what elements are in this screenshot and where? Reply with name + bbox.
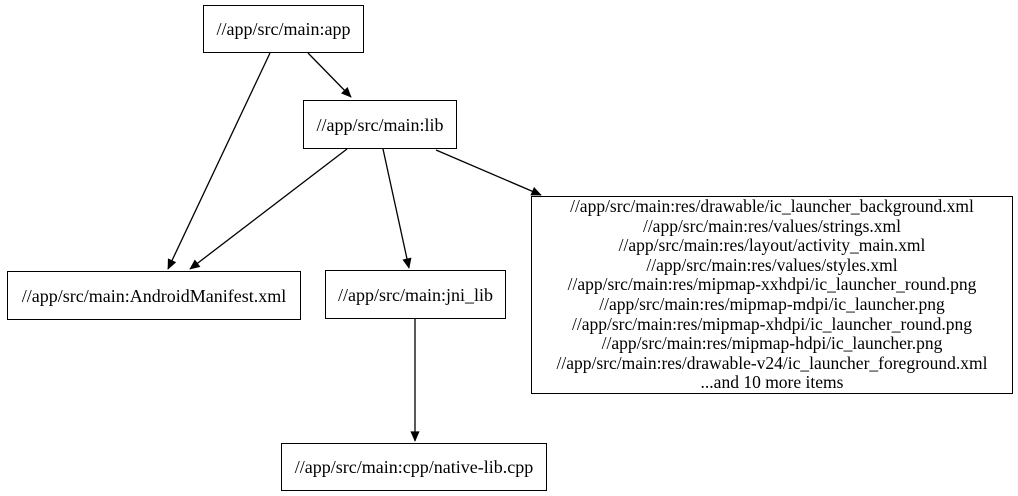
- edge-lib-to-resources: [435, 149, 542, 196]
- resource-file-item: //app/src/main:res/mipmap-hdpi/ic_launch…: [601, 333, 943, 354]
- resource-file-item: //app/src/main:res/mipmap-xxhdpi/ic_laun…: [567, 274, 977, 295]
- resource-file-item: //app/src/main:res/mipmap-mdpi/ic_launch…: [599, 294, 945, 314]
- graph-node-jni-lib[interactable]: //app/src/main:jni_lib: [325, 270, 506, 319]
- edge-app-to-lib: [307, 52, 352, 98]
- resource-file-item: //app/src/main:res/drawable-v24/ic_launc…: [556, 352, 988, 373]
- resource-more-items-label: ...and 10 more items: [700, 372, 844, 393]
- graph-node-app-label: //app/src/main:app: [216, 19, 351, 39]
- resource-file-item: //app/src/main:res/values/strings.xml: [642, 215, 902, 236]
- graph-node-native-lib-cpp-label: //app/src/main:cpp/native-lib.cpp: [294, 457, 534, 477]
- graph-node-app[interactable]: //app/src/main:app: [203, 5, 364, 53]
- resource-file-item: //app/src/main:res/values/styles.xml: [646, 254, 898, 275]
- graph-node-lib[interactable]: //app/src/main:lib: [303, 100, 457, 149]
- graph-node-android-manifest-label: //app/src/main:AndroidManifest.xml: [21, 285, 287, 306]
- graph-node-resource-files[interactable]: //app/src/main:res/drawable/ic_launcher_…: [531, 196, 1013, 394]
- graph-node-jni-lib-label: //app/src/main:jni_lib: [338, 284, 493, 305]
- edge-app-to-manifest: [167, 52, 271, 270]
- graph-node-lib-label: //app/src/main:lib: [316, 114, 444, 135]
- graph-node-android-manifest[interactable]: //app/src/main:AndroidManifest.xml: [7, 271, 301, 320]
- resource-file-item: //app/src/main:res/layout/activity_main.…: [618, 235, 926, 256]
- resource-file-item: //app/src/main:res/drawable/ic_launcher_…: [570, 196, 974, 217]
- resource-file-item: //app/src/main:res/mipmap-xhdpi/ic_launc…: [572, 313, 972, 334]
- edge-lib-to-jni-lib: [382, 148, 412, 269]
- graph-node-native-lib-cpp[interactable]: //app/src/main:cpp/native-lib.cpp: [281, 443, 547, 491]
- edge-lib-to-manifest: [189, 148, 348, 270]
